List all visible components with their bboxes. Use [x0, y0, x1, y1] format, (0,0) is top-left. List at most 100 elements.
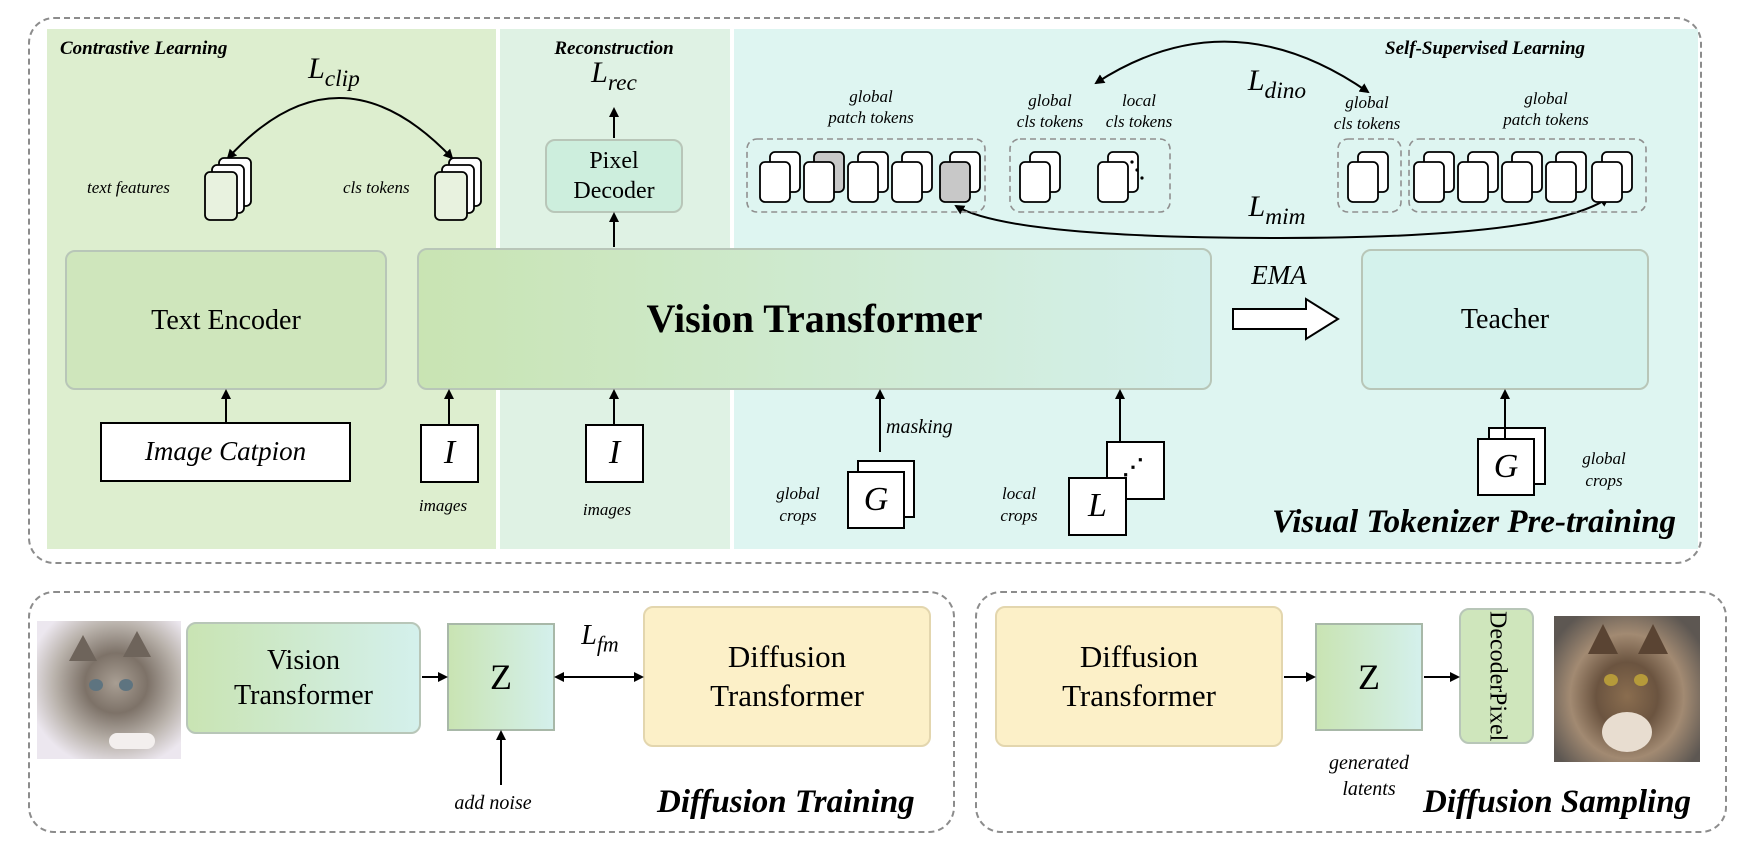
cls-tokens-label: cls tokens	[343, 178, 410, 197]
cat-ear-right	[1638, 624, 1668, 654]
image-letter-recon: I	[608, 434, 621, 472]
fm-loss-base: L	[581, 620, 597, 651]
local-cls-tokens-label: local cls tokens	[1106, 90, 1173, 133]
global-crop-front: G	[847, 471, 905, 529]
generated-latents-label: generated latents	[1329, 750, 1409, 802]
clip-loss-sub: clip	[324, 66, 360, 93]
tgpt-line1: global	[1524, 89, 1568, 108]
gct-line1: global	[1028, 91, 1072, 110]
global-crops-label: global crops	[776, 483, 819, 527]
pixel-decoder-line1: Pixel	[589, 148, 639, 174]
tgct-line2: cls tokens	[1333, 114, 1401, 134]
teacher-global-patch-label: global patch tokens	[1503, 88, 1588, 131]
ds-z-label: Z	[1358, 656, 1380, 697]
tgct-line1: global	[1345, 93, 1389, 112]
text-encoder-box: Text Encoder	[65, 250, 387, 390]
tgc-line2: crops	[1585, 471, 1623, 491]
fm-loss: Lfm	[581, 620, 618, 658]
teacher-patch-token-1-front	[1413, 161, 1445, 203]
lc-line2: crops	[1000, 506, 1038, 526]
ds-dt-line2: Transformer	[1062, 677, 1216, 713]
teacher-global-cls-group	[1337, 138, 1402, 213]
masking-label: masking	[886, 416, 953, 438]
text-feature-token-stack-front	[204, 171, 238, 221]
kitten-ear-right	[123, 631, 151, 657]
cat-eye-right	[1634, 674, 1648, 686]
global-patch-tokens-group	[746, 138, 986, 213]
dt-latent-z-box: Z	[447, 623, 555, 731]
image-letter-left: I	[443, 434, 456, 472]
diffusion-sampling-title: Diffusion Sampling	[1423, 784, 1692, 820]
cat-eye-left	[1604, 674, 1618, 686]
dt-diffusion-transformer-box: Diffusion Transformer	[643, 606, 931, 747]
vision-transformer-label: Vision Transformer	[646, 296, 983, 341]
dino-arc-arrow	[1094, 40, 1370, 94]
ds-pd-line1: Pixel	[1484, 691, 1511, 742]
diffusion-training-title: Diffusion Training	[657, 784, 915, 820]
student-patch-token-4-front	[891, 161, 923, 203]
vision-transformer-box: Vision Transformer	[417, 248, 1212, 390]
ema-hollow-arrow	[1232, 297, 1340, 341]
diffusion-training-frame	[28, 591, 955, 833]
teacher-global-patch-group	[1408, 138, 1647, 213]
gpt-line1: global	[849, 87, 893, 106]
kitten-image	[37, 621, 181, 759]
teacher-patch-token-3-front	[1501, 161, 1533, 203]
teacher-patch-token-4-front	[1545, 161, 1577, 203]
pretraining-title: Visual Tokenizer Pre-training	[1272, 504, 1677, 540]
ds-pixel-decoder-text: Pixel Decoder	[1483, 610, 1511, 742]
rec-loss-base: L	[591, 56, 608, 89]
teacher-crop-front: G	[1477, 438, 1535, 496]
student-patch-token-5-front	[939, 161, 971, 203]
pixel-decoder-box: Pixel Decoder	[545, 139, 683, 213]
rec-loss: Lrec	[591, 56, 637, 97]
ds-dt-line1: Diffusion	[1079, 638, 1199, 674]
dt-vt-line2: Transformer	[234, 680, 373, 711]
images-label-left: images	[418, 496, 468, 515]
pretraining-frame	[28, 17, 1702, 564]
pixel-decoder-line2: Decoder	[573, 178, 655, 204]
clip-loss-base: L	[308, 52, 325, 85]
student-global-cls-token-front	[1019, 161, 1051, 203]
dt-dt-line2: Transformer	[710, 677, 864, 713]
teacher-global-cls-label: global cls tokens	[1334, 92, 1401, 135]
kitten-eye-right	[119, 679, 133, 691]
gc-line1: global	[776, 484, 820, 503]
student-patch-token-2-front	[803, 161, 835, 203]
gl-line2: latents	[1342, 778, 1396, 800]
lct-line1: local	[1121, 91, 1156, 110]
tgpt-line2: patch tokens	[1503, 110, 1589, 130]
teacher-g-letter: G	[1493, 447, 1519, 485]
dt-vision-transformer-box: Vision Transformer	[186, 622, 421, 734]
images-label-recon: images	[582, 500, 632, 519]
student-local-cls-token-front	[1097, 161, 1129, 203]
dt-dt-line1: Diffusion	[727, 638, 847, 674]
l-letter: L	[1088, 487, 1107, 525]
add-noise-label: add noise	[454, 792, 532, 814]
student-patch-token-3-front	[847, 161, 879, 203]
caption-box: Image Catpion	[100, 422, 351, 482]
ssl-title: Self-Supervised Learning	[1385, 38, 1586, 59]
ds-diffusion-transformer-box: Diffusion Transformer	[995, 606, 1283, 747]
ds-pd-line2: Decoder	[1484, 610, 1511, 692]
image-input-recon: I	[585, 424, 644, 483]
dt-vt-line1: Vision	[267, 645, 340, 676]
gc-line2: crops	[779, 506, 817, 526]
teacher-label: Teacher	[1460, 304, 1550, 335]
teacher-box: Teacher	[1361, 249, 1649, 390]
rec-loss-sub: rec	[607, 70, 637, 97]
cls-token-stack-front	[434, 171, 468, 221]
mim-arc-arrow	[954, 196, 1610, 240]
global-cls-tokens-group	[1009, 138, 1171, 213]
diffusion-sampling-frame	[975, 591, 1727, 833]
image-input-left: I	[420, 424, 479, 483]
local-token-dot-1	[1130, 160, 1134, 164]
clip-arc-arrow	[226, 97, 454, 160]
caption-label: Image Catpion	[144, 436, 307, 467]
text-encoder-label: Text Encoder	[151, 304, 301, 336]
text-features-label: text features	[87, 178, 170, 197]
reconstruction-title: Reconstruction	[554, 38, 674, 59]
teacher-patch-token-5-front	[1591, 161, 1623, 203]
